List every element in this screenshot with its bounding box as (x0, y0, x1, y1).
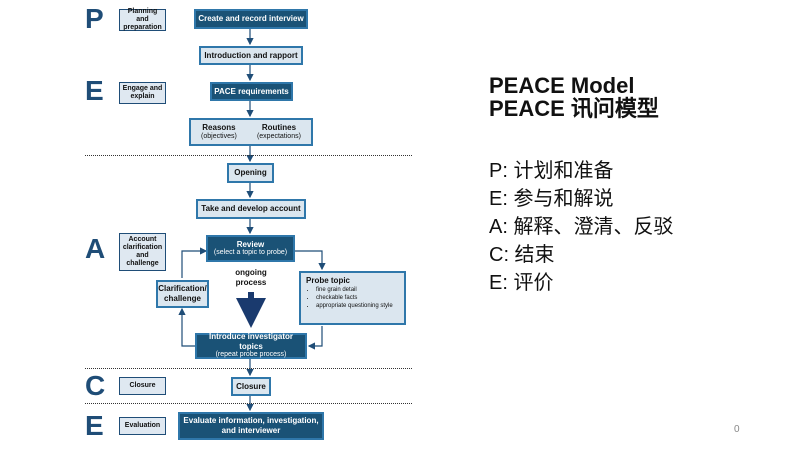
probe-item: fine grain detail (316, 287, 399, 295)
node-opening: Opening (227, 163, 274, 183)
node-take-account: Take and develop account (196, 199, 306, 219)
node-closure: Closure (231, 377, 271, 396)
node-create-record: Create and record interview (194, 9, 308, 29)
list-item: A: 解释、澄清、反驳 (489, 216, 674, 238)
node-review: Review (select a topic to probe) (206, 235, 295, 262)
probe-item: appropriate questioning style (316, 303, 399, 311)
node-reasons-routines: Reasons (objectives) Routines (expectati… (189, 118, 313, 146)
slide-title: PEACE Model PEACE 讯问模型 (489, 74, 659, 120)
node-clarification: Clarification/ challenge (156, 280, 209, 308)
reasons-label: Reasons (202, 123, 236, 132)
reasons-sub: (objectives) (201, 132, 237, 140)
list-item: P: 计划和准备 (489, 160, 614, 182)
probe-list: fine grain detail checkable facts approp… (306, 287, 399, 310)
title-line-1: PEACE Model (489, 73, 635, 98)
stage-label-planning: Planning and preparation (119, 8, 166, 31)
list-item: C: 结束 (489, 244, 555, 266)
reasons-block: Reasons (objectives) (201, 123, 237, 141)
separator-line (85, 368, 412, 369)
stage-letter-e2: E (85, 410, 104, 441)
separator-line (85, 155, 412, 156)
stage-label-evaluation: Evaluation (119, 417, 166, 435)
ongoing-process-label: ongoing process (235, 268, 267, 287)
introduce-label: Introduce investigator topics (208, 332, 293, 351)
review-label: Review (236, 239, 265, 249)
probe-item: checkable facts (316, 295, 399, 303)
routines-sub: (expectations) (256, 132, 301, 140)
stage-label-engage: Engage and explain (119, 82, 166, 104)
introduce-sub: (repeat probe process) (215, 351, 287, 359)
stage-label-account: Account clarification and challenge (119, 233, 166, 271)
list-item: E: 评价 (489, 272, 554, 294)
stage-list: P: 计划和准备 E: 参与和解说 A: 解释、澄清、反驳 C: 结束 E: 评… (489, 157, 673, 297)
separator-line (85, 403, 412, 404)
title-line-2: PEACE 讯问模型 (489, 96, 659, 121)
review-sub: (select a topic to probe) (213, 249, 288, 257)
stage-letter-a: A (85, 233, 106, 264)
node-evaluate: Evaluate information, investigation, and… (178, 412, 324, 440)
routines-label: Routines (261, 123, 297, 132)
node-introduce-topics: Introduce investigator topics (repeat pr… (195, 332, 307, 359)
node-intro-rapport: Introduction and rapport (199, 46, 303, 65)
page-number: 0 (734, 424, 740, 435)
routines-block: Routines (expectations) (257, 123, 301, 141)
stage-letter-c: C (85, 370, 106, 401)
probe-title: Probe topic (306, 276, 351, 285)
stage-letter-p: P (85, 3, 104, 34)
list-item: E: 参与和解说 (489, 188, 614, 210)
flow-arrows (178, 29, 326, 412)
stage-label-closure: Closure (119, 377, 166, 395)
node-pace-requirements: PACE requirements (210, 82, 293, 101)
stage-letter-e: E (85, 75, 104, 106)
peace-flow-diagram: P E A C E Planning and preparation Engag… (0, 0, 430, 450)
node-probe-topic: Probe topic fine grain detail checkable … (299, 271, 406, 325)
